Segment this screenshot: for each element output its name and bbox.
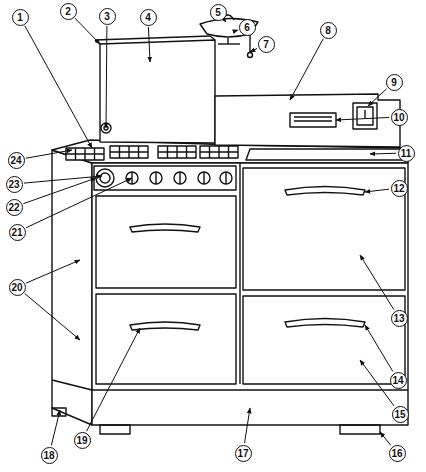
leader-line (106, 26, 108, 128)
callout-number: 1 (12, 9, 29, 26)
leader-line (25, 26, 92, 148)
leader-line (245, 408, 250, 443)
leader-line (26, 260, 80, 283)
leader-line (224, 20, 226, 22)
leader-line (25, 293, 80, 340)
leader-line (365, 325, 393, 371)
leader-line (336, 117, 389, 120)
leader-line (51, 410, 60, 445)
callout-number: 18 (41, 447, 58, 464)
callout-number: 14 (390, 372, 407, 389)
callout-number: 4 (140, 9, 157, 26)
callout-number: 7 (258, 36, 275, 53)
leader-line (360, 255, 394, 309)
callout-number: 12 (391, 180, 408, 197)
leader-line (26, 150, 72, 158)
callout-number: 20 (9, 279, 26, 296)
callout-number: 10 (391, 109, 408, 126)
callout-number: 5 (210, 4, 227, 21)
leader-line (237, 30, 238, 31)
callout-number: 24 (8, 152, 25, 169)
callout-number: 6 (239, 19, 256, 36)
leader-line (75, 18, 100, 44)
callout-number: 22 (6, 199, 23, 216)
leader-line (290, 39, 323, 100)
callout-number: 23 (6, 176, 23, 193)
leader-line (365, 189, 389, 192)
leader-line (148, 27, 150, 62)
callout-number: 11 (398, 145, 415, 162)
leader-line (368, 89, 387, 106)
callout-number: 9 (386, 74, 403, 91)
callout-number: 15 (392, 406, 409, 423)
callout-number: 2 (60, 3, 77, 20)
leader-line (250, 48, 257, 52)
leader-line (380, 432, 391, 445)
callout-number: 16 (389, 445, 406, 462)
callout-number: 19 (74, 432, 91, 449)
callout-number: 3 (99, 8, 116, 25)
callout-number: 21 (9, 224, 26, 241)
leader-line (24, 176, 102, 183)
leader-line (370, 153, 396, 155)
leader-line (87, 328, 140, 431)
leader-line (26, 178, 132, 228)
callout-number: 8 (320, 22, 337, 39)
callout-number: 13 (391, 310, 408, 327)
leader-line (360, 360, 394, 406)
callout-number: 17 (235, 445, 252, 462)
